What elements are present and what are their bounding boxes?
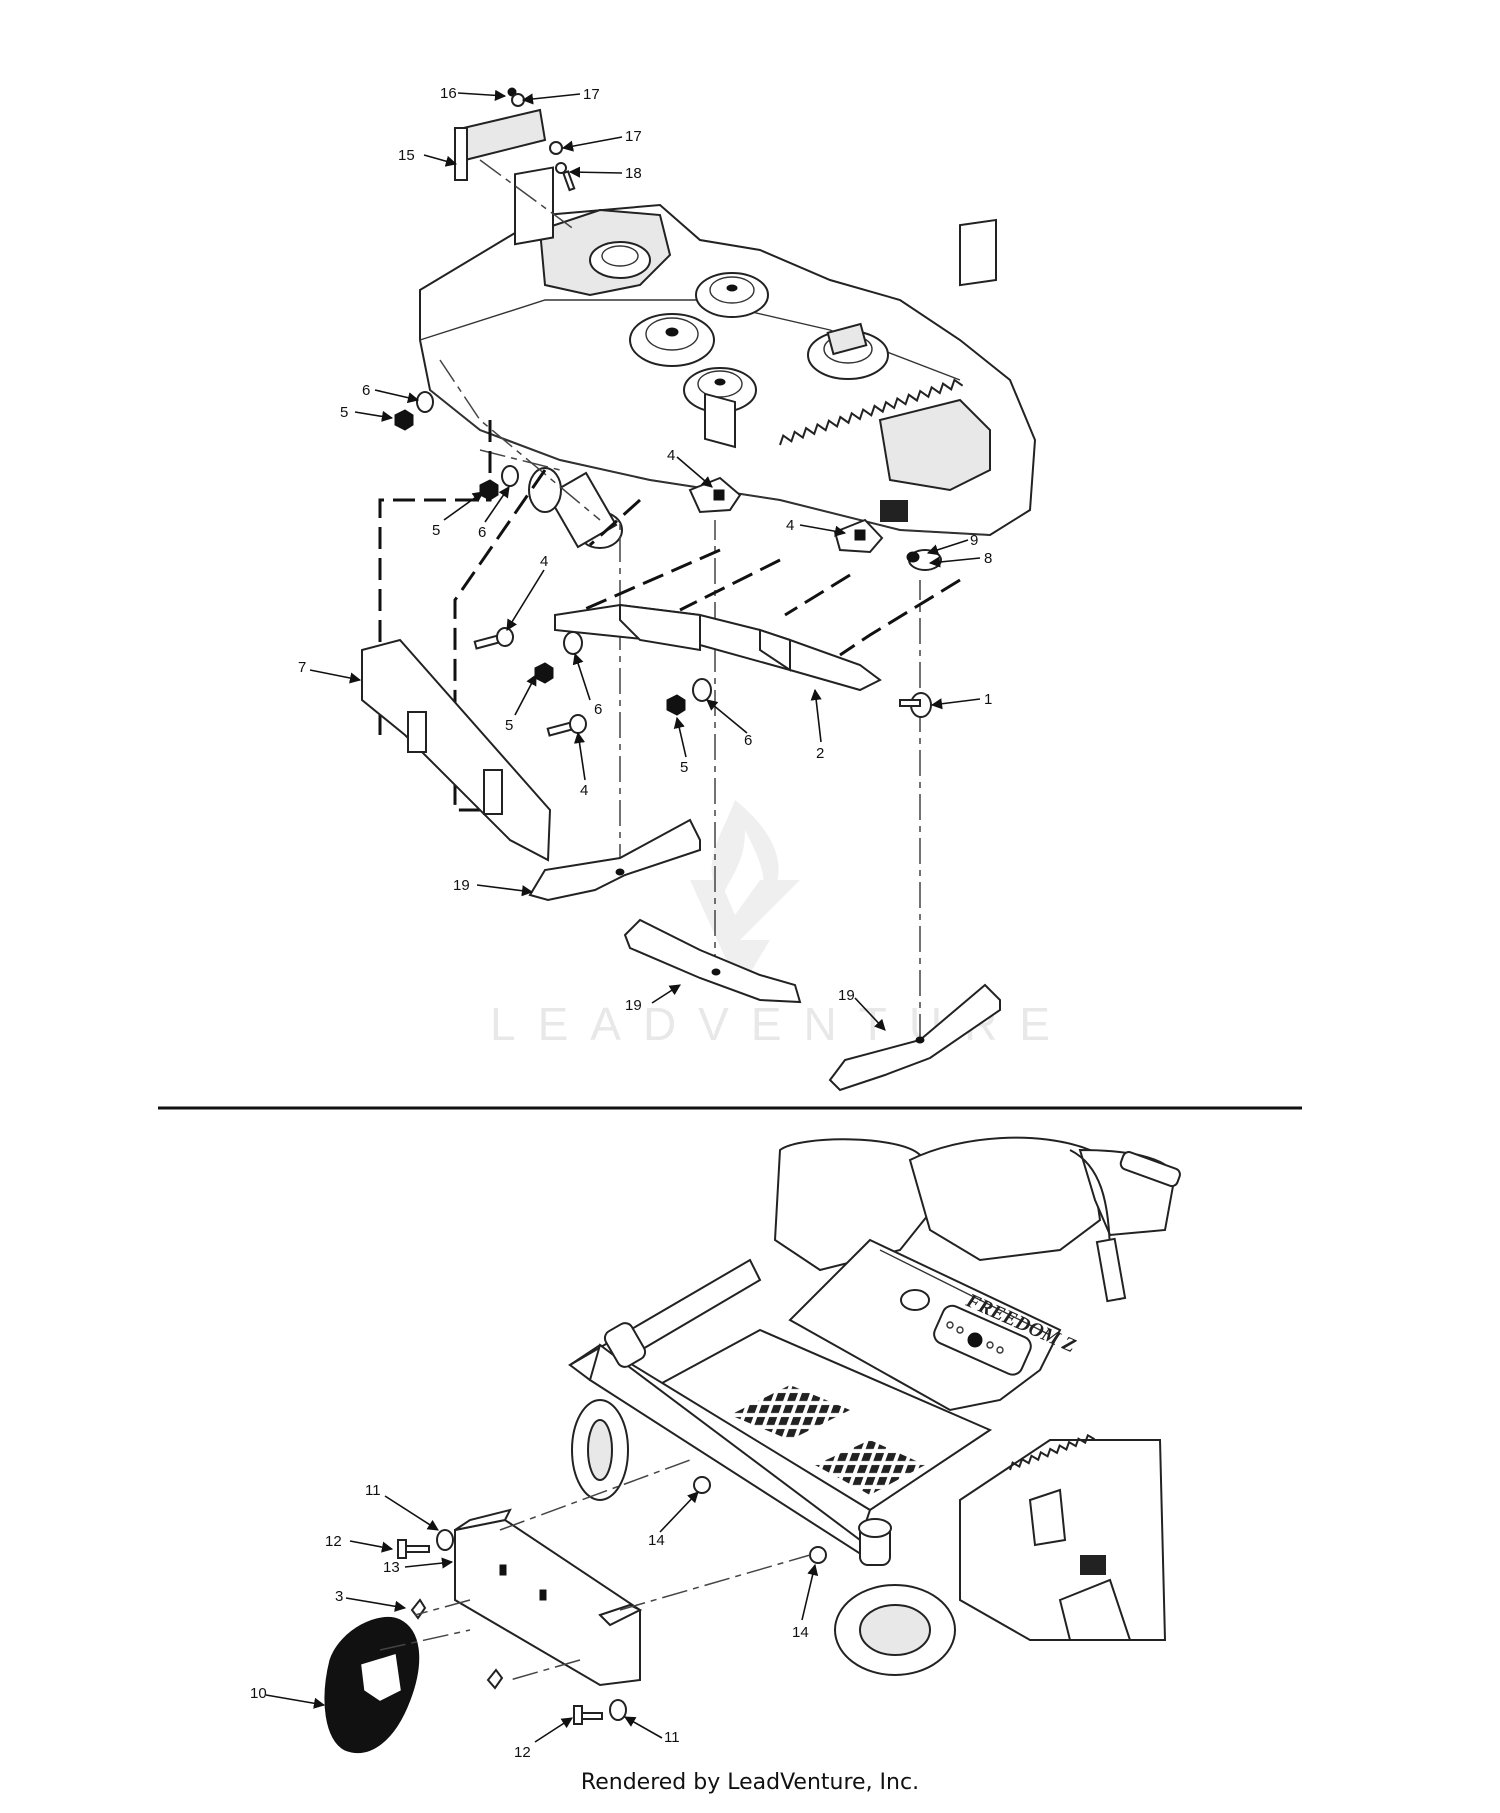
callout-6-left: 6 xyxy=(362,382,370,399)
deck-logo-decal xyxy=(880,500,908,522)
deck-bracket-right xyxy=(959,218,997,287)
pulley-1 xyxy=(629,313,715,367)
pulley-4 xyxy=(807,322,889,380)
callout-12-upper: 12 xyxy=(325,1533,342,1550)
tension-spring xyxy=(779,378,964,446)
anti-scalp-roller xyxy=(528,467,623,549)
deck-bracket-top xyxy=(704,392,736,449)
callout-4-spindle: 4 xyxy=(667,447,675,464)
deck-bracket-left xyxy=(514,166,554,246)
frame-logo-decal xyxy=(1080,1555,1106,1575)
hardware-16-17-18 xyxy=(507,87,576,192)
callout-5-right: 5 xyxy=(680,759,688,776)
callout-12-lower: 12 xyxy=(514,1744,531,1761)
callout-19-left: 19 xyxy=(453,877,470,894)
callout-19-center: 19 xyxy=(625,997,642,1014)
callout-5-lower: 5 xyxy=(505,717,513,734)
pulley-5 xyxy=(589,241,651,279)
nut-washer-left xyxy=(394,391,519,501)
callout-18: 18 xyxy=(625,165,642,182)
callout-4-right-spindle: 4 xyxy=(786,517,794,534)
callout-5-mid: 5 xyxy=(432,522,440,539)
callout-13: 13 xyxy=(383,1559,400,1576)
callout-11-lower: 11 xyxy=(664,1729,680,1746)
callout-11-upper: 11 xyxy=(365,1482,381,1499)
callout-1: 1 xyxy=(984,691,992,708)
callout-4-bolt: 4 xyxy=(540,553,548,570)
callout-6-mid: 6 xyxy=(478,524,486,541)
lift-spring xyxy=(1009,1433,1096,1471)
callout-17-upper: 17 xyxy=(583,86,600,103)
mower-blade-19c xyxy=(828,983,1001,1092)
callout-10: 10 xyxy=(250,1685,267,1702)
washer-bolt-11-12-lower xyxy=(573,1699,627,1725)
washer-bolt-11-12-upper xyxy=(397,1529,454,1559)
flange-nut-14 xyxy=(693,1476,827,1564)
deflector-chute-15 xyxy=(453,108,547,181)
callout-17-lower: 17 xyxy=(625,128,642,145)
pulley-2 xyxy=(695,272,769,318)
throttle-switch-panel xyxy=(933,1304,1032,1376)
callout-5-left: 5 xyxy=(340,404,348,421)
callout-16: 16 xyxy=(440,85,457,102)
seat-back xyxy=(908,1136,1102,1262)
baffle-7 xyxy=(361,638,552,862)
mower-deck-assembly xyxy=(419,166,1037,549)
callout-4-lower: 4 xyxy=(580,782,588,799)
mower-blade-19b xyxy=(623,918,802,1004)
callout-2: 2 xyxy=(816,745,824,762)
callout-14-right: 14 xyxy=(792,1624,809,1641)
callout-6-lower: 6 xyxy=(594,701,602,718)
carriage-bolt-1 xyxy=(899,692,932,718)
seat xyxy=(773,1138,942,1272)
callout-labels: 16 17 15 17 18 6 5 4 4 9 8 5 6 4 7 5 6 1… xyxy=(250,85,992,1761)
callout-15: 15 xyxy=(398,147,415,164)
callout-9: 9 xyxy=(970,532,978,549)
caster-wheel-left xyxy=(571,1322,647,1501)
wheel-weight-10 xyxy=(324,1616,420,1754)
leader-arrows xyxy=(265,89,981,1743)
anti-scalp-bracket-2 xyxy=(554,603,882,692)
mower-blade-19a xyxy=(528,818,701,902)
bolt-9-8 xyxy=(906,549,942,571)
spindle-mount-4b xyxy=(833,518,884,554)
render-credit-footer: Rendered by LeadVenture, Inc. xyxy=(580,1770,920,1795)
tractor-frame-assembly: FREEDOM Z xyxy=(568,1136,1181,1676)
caster-wheel-right xyxy=(834,1518,956,1676)
callout-8: 8 xyxy=(984,550,992,567)
lower-assembly-lines xyxy=(379,1459,811,1681)
callout-7: 7 xyxy=(298,659,306,676)
phantom-lines xyxy=(439,159,921,1040)
bolt-4d xyxy=(546,714,587,737)
callout-14-left: 14 xyxy=(648,1532,665,1549)
bolt-4c xyxy=(473,627,514,650)
weight-bracket-13 xyxy=(454,1508,643,1687)
right-belt-cover xyxy=(878,398,991,492)
callout-6-right: 6 xyxy=(744,732,752,749)
callout-19-right: 19 xyxy=(838,987,855,1004)
callout-3: 3 xyxy=(335,1588,343,1605)
